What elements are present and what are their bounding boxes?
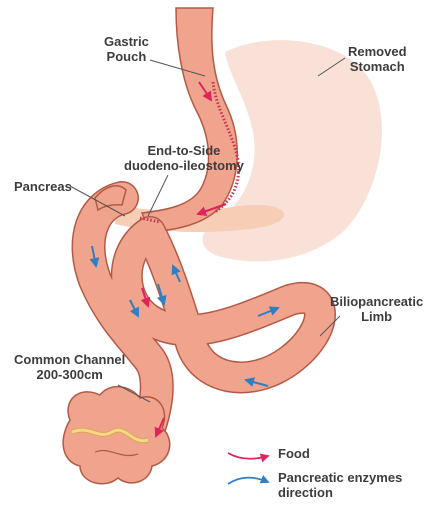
legend-enzymes-label: Pancreatic enzymes direction <box>278 470 402 500</box>
legend-enzymes-label-line2: direction <box>278 485 402 500</box>
biliopancreatic-limb-label: Biliopancreatic Limb <box>330 294 423 324</box>
anastomosis-label: End-to-Side duodeno-ileostomy <box>124 143 244 173</box>
legend-enzymes-label-line1: Pancreatic enzymes <box>278 470 402 485</box>
biliopancreatic-limb-label-line1: Biliopancreatic <box>330 294 423 309</box>
legend-food-label: Food <box>278 446 310 461</box>
removed-stomach-label-line1: Removed <box>348 44 407 59</box>
removed-stomach-label-line2: Stomach <box>348 59 407 74</box>
anastomosis-label-line2: duodeno-ileostomy <box>124 158 244 173</box>
legend-enzyme-arrow <box>228 478 268 484</box>
legend-food-arrow <box>228 453 268 459</box>
removed-stomach-label: Removed Stomach <box>348 44 407 74</box>
gastric-pouch-label-line1: Gastric <box>104 34 149 49</box>
common-channel-label-line1: Common Channel <box>14 352 125 367</box>
bowel-mass <box>63 387 170 484</box>
biliopancreatic-limb-label-line2: Limb <box>330 309 423 324</box>
common-channel-label: Common Channel 200-300cm <box>14 352 125 382</box>
common-channel-label-line2: 200-300cm <box>14 367 125 382</box>
pancreas-label: Pancreas <box>14 179 72 194</box>
anastomosis-label-line1: End-to-Side <box>124 143 244 158</box>
gastric-pouch-label: Gastric Pouch <box>104 34 149 64</box>
gastric-pouch-label-line2: Pouch <box>104 49 149 64</box>
